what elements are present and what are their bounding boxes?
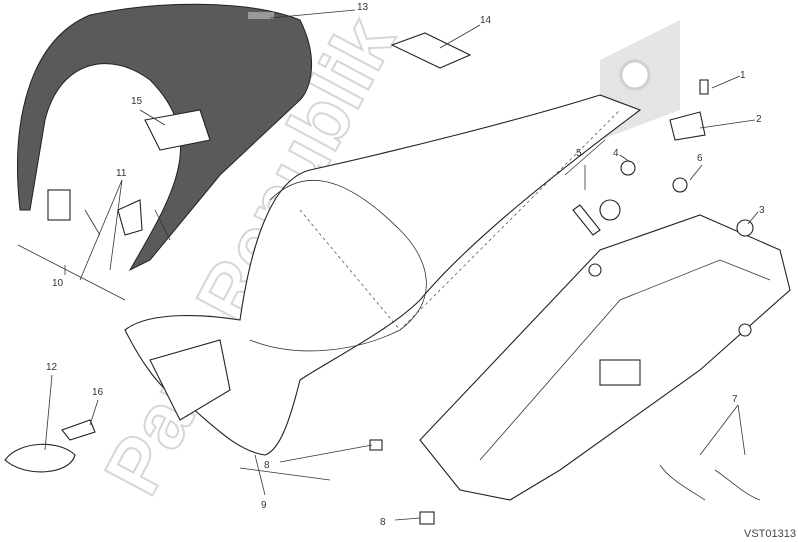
callout-8a: 8: [264, 460, 270, 471]
rear-seat-cover: [17, 3, 313, 272]
callout-14: 14: [480, 15, 492, 26]
callout-5: 5: [576, 148, 582, 159]
callout-labels: 1 2 3 4 5 6 7 8 8 9 10 11 12 13 14 15 16…: [46, 2, 796, 540]
subframe: [419, 214, 791, 501]
callout-1: 1: [740, 70, 746, 81]
callout-4: 4: [613, 148, 619, 159]
callout-3: 3: [759, 205, 765, 216]
drawing-code: VST01313: [744, 528, 796, 540]
callout-7: 7: [732, 394, 738, 405]
callout-8b: 8: [380, 517, 386, 528]
callout-16: 16: [92, 387, 104, 398]
callout-6: 6: [697, 153, 703, 164]
pad-part: [144, 109, 211, 151]
lock-hardware-parts: [47, 189, 171, 241]
callout-13: 13: [357, 2, 369, 13]
callout-15: 15: [131, 96, 143, 107]
callout-12: 12: [46, 362, 58, 373]
callout-9: 9: [261, 500, 267, 511]
main-seat: [124, 94, 642, 456]
label-sheet-part: [390, 32, 472, 69]
callout-10: 10: [52, 278, 64, 289]
small-parts: [4, 79, 761, 525]
callout-2: 2: [756, 114, 762, 125]
callout-11: 11: [116, 168, 127, 179]
callout-lines: [17, 9, 759, 521]
